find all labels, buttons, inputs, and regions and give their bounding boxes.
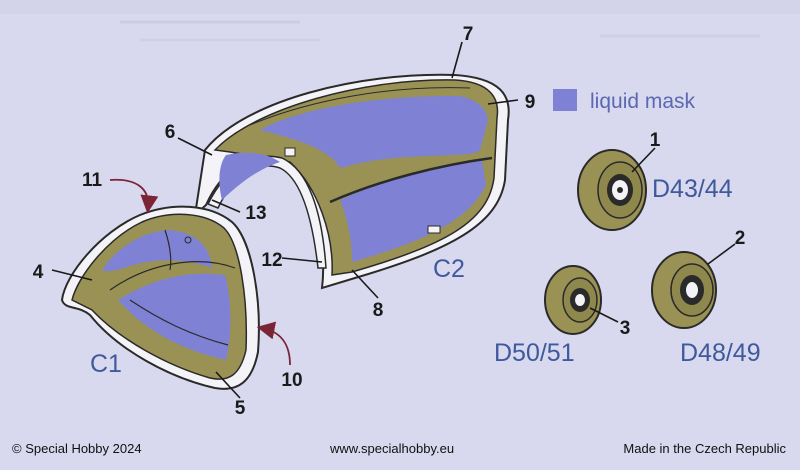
callout-12: 12 [261,250,282,271]
footer-copyright: © Special Hobby 2024 [12,441,142,456]
canopy-c2 [193,73,510,290]
part-code-d43: D43/44 [652,175,733,203]
part-code-d50: D50/51 [494,339,575,367]
callout-11: 11 [82,170,103,191]
callout-numbers: 1 2 3 4 5 6 7 8 9 10 11 12 13 [33,24,746,419]
legend: liquid mask [553,89,696,113]
canopy-c1 [60,205,260,390]
callout-10: 10 [281,370,302,391]
callout-6: 6 [165,122,176,143]
callout-13: 13 [245,203,266,224]
footer-website: www.specialhobby.eu [330,441,455,456]
wheel-d50 [544,265,602,335]
canopy-c2-mask-front [219,152,280,200]
part-code-c1: C1 [90,350,122,378]
callout-1: 1 [650,130,661,151]
canopy-c1-mask-main [118,273,231,360]
part-codes: C1 C2 D43/44 D50/51 D48/49 [90,175,761,378]
wheel-d43 [577,149,647,231]
arrows [109,178,291,366]
legend-label: liquid mask [590,90,696,113]
canopy-c1-mask-top [102,230,212,272]
callout-2: 2 [735,228,746,249]
footer-origin: Made in the Czech Republic [623,441,786,456]
wheel-d48 [651,251,717,329]
bleed-through-lines [120,20,300,24]
leader-lines [51,41,736,399]
part-code-d48: D48/49 [680,339,761,367]
callout-8: 8 [373,300,384,321]
canopy-c2-mask-top [260,95,488,168]
callout-7: 7 [463,24,474,45]
legend-swatch [553,89,577,111]
part-code-c2: C2 [433,255,465,283]
callout-4: 4 [33,262,44,283]
callout-3: 3 [620,318,631,339]
callout-5: 5 [235,398,246,419]
callout-9: 9 [525,92,536,113]
